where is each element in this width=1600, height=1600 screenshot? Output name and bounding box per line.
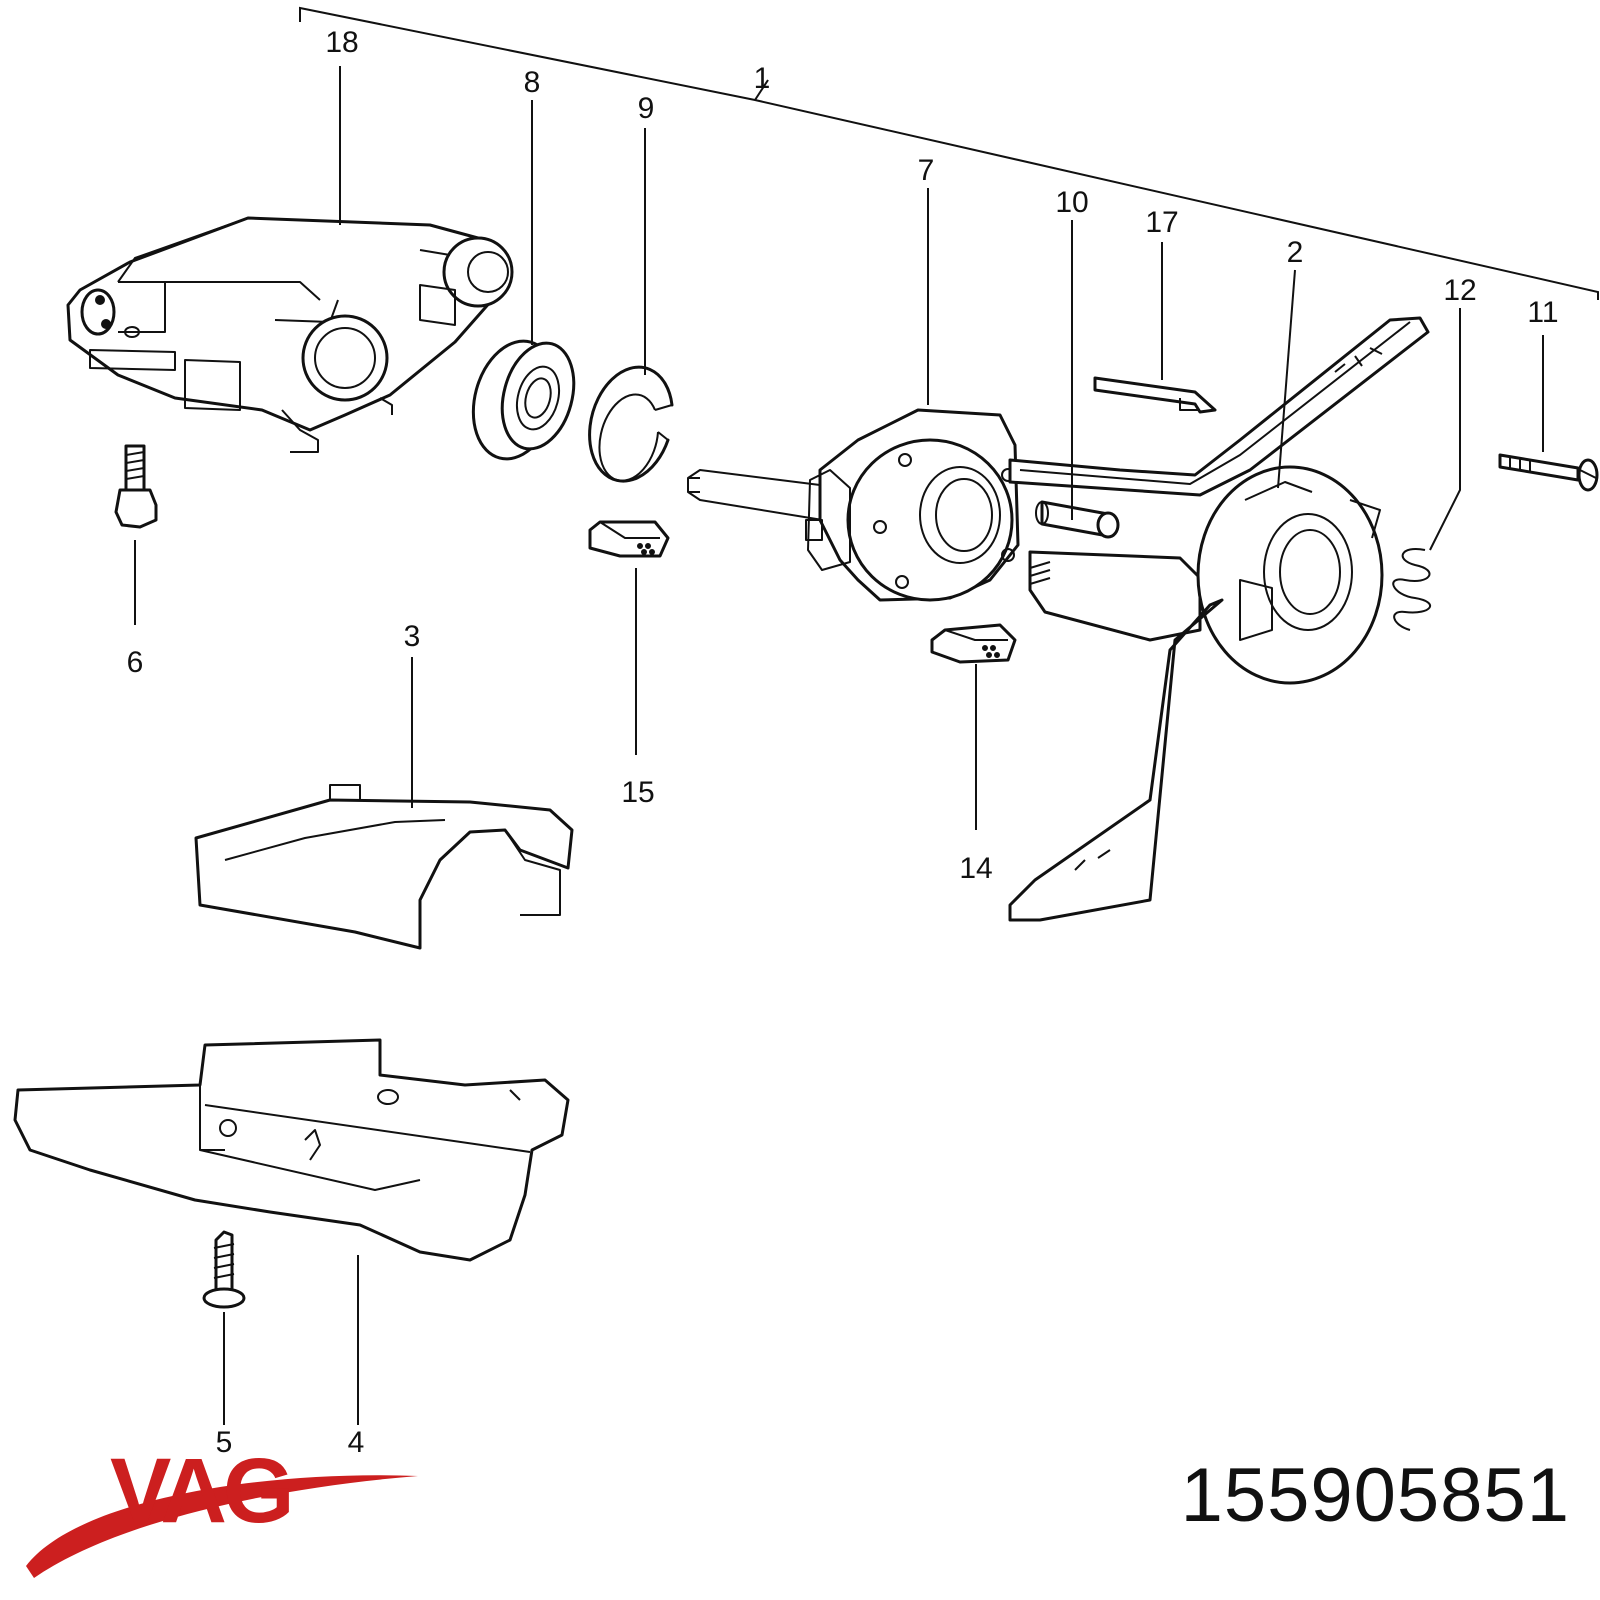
- part-2-turn-signal-switch: [1008, 465, 1384, 922]
- callout-11: 11: [1527, 296, 1558, 329]
- vag-logo: VAG: [26, 1440, 418, 1578]
- part-6-bolt: [114, 444, 158, 529]
- part-3-upper-trim: [194, 784, 574, 950]
- callout-18: 18: [325, 26, 358, 59]
- callout-4: 4: [348, 1426, 365, 1459]
- part-7-contact-unit: [687, 408, 1020, 602]
- callout-9: 9: [638, 92, 655, 125]
- part-12-spring: [1392, 548, 1432, 631]
- callout-5: 5: [216, 1426, 233, 1459]
- part-10-sleeve: [1035, 500, 1120, 539]
- part-4-lower-trim: [13, 1038, 570, 1262]
- part-18-lock-housing: [66, 216, 514, 453]
- callout-labels: 1 18 8 9 7 10 17 2 12 11 6 3 15 14 5 4: [127, 26, 1559, 1459]
- callout-7: 7: [918, 154, 935, 187]
- logo-text: VAG: [110, 1440, 291, 1542]
- part-number: 155905851: [1180, 1453, 1570, 1538]
- callout-3: 3: [404, 620, 421, 653]
- part-8-bearing: [471, 339, 576, 461]
- callout-17: 17: [1145, 206, 1178, 239]
- assembly-bracket: [299, 6, 1599, 300]
- part-17-wiper-switch: [1008, 316, 1430, 497]
- part-11-screw: [1498, 453, 1599, 492]
- callout-14: 14: [959, 852, 992, 885]
- logo-swoosh: [26, 1475, 418, 1578]
- callout-10: 10: [1055, 186, 1088, 219]
- part-14-switch-clip: [930, 623, 1017, 664]
- callout-1: 1: [754, 62, 771, 95]
- callout-2: 2: [1287, 236, 1304, 269]
- callout-8: 8: [524, 66, 541, 99]
- callout-15: 15: [621, 776, 654, 809]
- callout-6: 6: [127, 646, 144, 679]
- part-5-screw: [202, 1230, 246, 1309]
- part-15-clip: [588, 520, 670, 558]
- part-9-retaining-ring: [588, 365, 674, 483]
- leader-lines: [134, 66, 1544, 1425]
- callout-12: 12: [1443, 274, 1476, 307]
